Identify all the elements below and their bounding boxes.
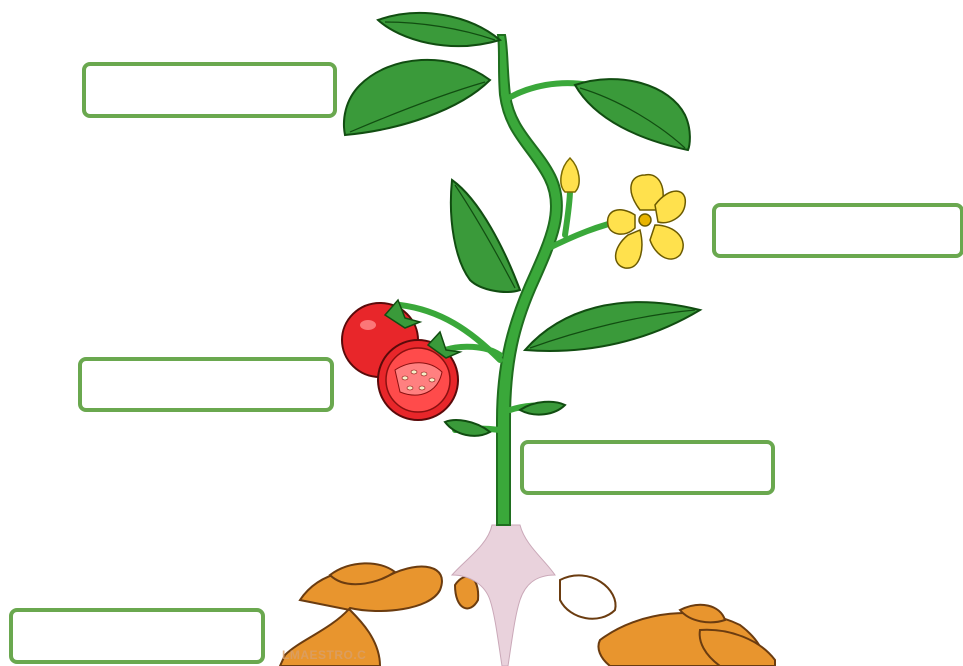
- leaf-upper-left: [344, 60, 490, 135]
- flower-bud: [561, 158, 579, 192]
- label-box-leaves[interactable]: [82, 62, 337, 118]
- leaf-top: [378, 13, 500, 46]
- label-box-stem[interactable]: [520, 440, 775, 495]
- flower: [608, 175, 686, 268]
- watermark-text: LMAESTRO.C: [282, 648, 366, 662]
- leaf-small-left: [445, 420, 490, 436]
- leaf-upper-right: [575, 79, 690, 150]
- leaf-middle-right: [525, 302, 700, 351]
- label-box-fruit[interactable]: [78, 357, 334, 412]
- label-box-roots[interactable]: [9, 608, 265, 664]
- leaf-middle-left: [451, 180, 520, 292]
- label-box-flower[interactable]: [712, 203, 963, 258]
